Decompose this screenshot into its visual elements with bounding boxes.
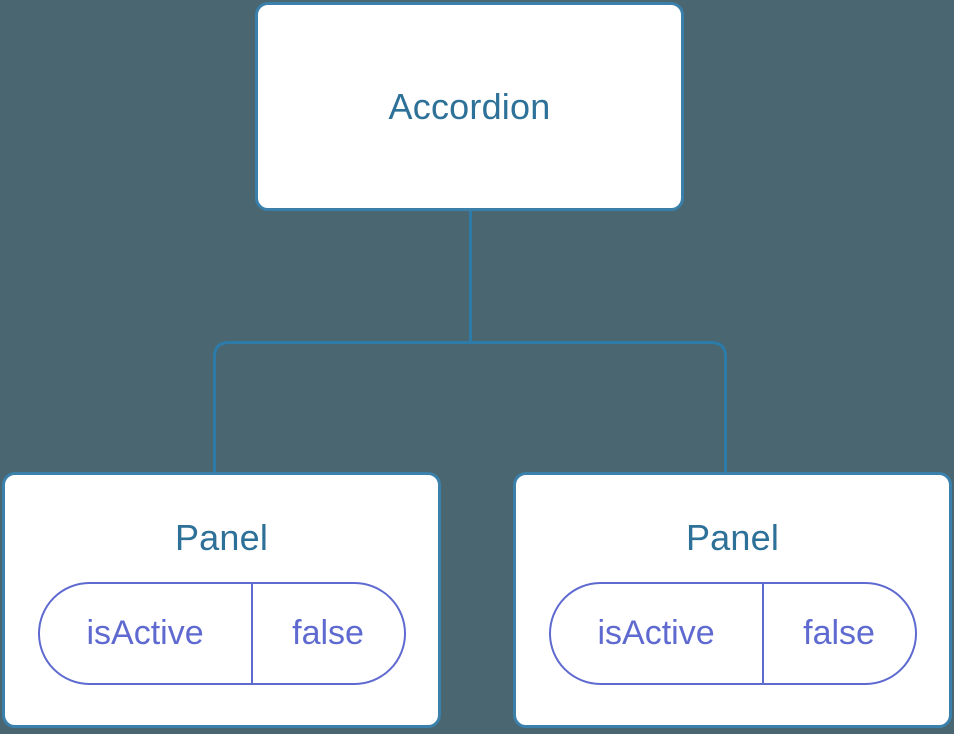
prop-pill-is-active-right[interactable]: isActive false	[548, 581, 917, 685]
prop-key-is-active-left: isActive	[40, 583, 253, 683]
edge-to-panel-left	[213, 341, 471, 474]
node-accordion-label: Accordion	[388, 85, 551, 127]
prop-key-is-active-right: isActive	[551, 583, 764, 683]
prop-value-is-active-left: false	[292, 613, 364, 652]
node-accordion[interactable]: Accordion	[255, 2, 684, 211]
node-panel-left[interactable]: Panel isActive false	[2, 472, 441, 728]
node-panel-left-label: Panel	[174, 517, 269, 558]
edge-to-panel-right	[470, 341, 727, 474]
prop-value-is-active-right: false	[803, 613, 875, 652]
prop-pill-is-active-left[interactable]: isActive false	[37, 581, 406, 685]
node-panel-right-label: Panel	[685, 517, 780, 558]
node-panel-right[interactable]: Panel isActive false	[513, 472, 952, 728]
